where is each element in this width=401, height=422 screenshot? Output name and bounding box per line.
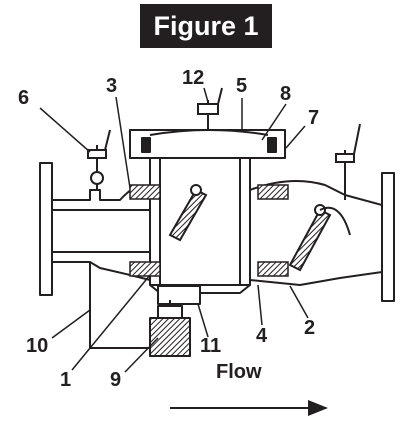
leader-4 <box>257 284 263 326</box>
needle-valve-bonnet <box>157 305 183 319</box>
test-cock-right-handle <box>353 123 361 155</box>
callout-6: 6 <box>18 87 29 109</box>
seat-ring-upper-right <box>257 184 289 200</box>
outlet-pipe-bottom <box>249 271 383 286</box>
leader-1 <box>71 274 151 371</box>
callout-2: 2 <box>304 317 315 339</box>
callout-9: 9 <box>110 369 121 391</box>
strainer-chamber <box>149 158 251 286</box>
cover-bolt-left <box>141 137 151 153</box>
leader-3 <box>115 96 131 189</box>
callout-8: 8 <box>280 83 291 105</box>
leader-9 <box>124 337 159 373</box>
leader-8 <box>261 103 287 141</box>
valve-body <box>39 129 395 357</box>
leader-6 <box>39 107 91 153</box>
test-cock-12-handle <box>217 87 223 105</box>
figure-title-text: Figure 1 <box>153 10 259 41</box>
leader-2 <box>289 285 309 319</box>
inlet-flange <box>39 162 53 296</box>
clappers <box>168 184 351 272</box>
test-cock-6-handle <box>104 129 111 151</box>
cover-dome <box>149 129 269 136</box>
test-cock-6-ball <box>90 171 104 185</box>
callout-3: 3 <box>106 75 117 97</box>
leader-lines <box>39 87 309 373</box>
leader-12 <box>203 87 209 103</box>
seat-ring-lower-left <box>129 261 161 277</box>
test-cock-6-body <box>87 149 107 159</box>
seat-rings <box>129 184 289 277</box>
callout-12: 12 <box>182 67 204 89</box>
clapper-left-hinge <box>190 184 202 196</box>
test-cock-12-body <box>197 103 219 115</box>
callout-10: 10 <box>26 335 48 357</box>
flow-label: Flow <box>216 361 262 383</box>
callout-labels: 6 3 12 5 8 7 2 4 11 10 1 9 <box>18 67 319 391</box>
outlet-flange <box>381 172 395 302</box>
clapper-left <box>168 188 208 242</box>
seat-ring-upper-left <box>129 184 161 200</box>
figure-title: Figure 1 <box>140 4 272 48</box>
clapper-right-arm <box>319 206 351 236</box>
callout-11: 11 <box>200 335 221 357</box>
callout-4: 4 <box>256 325 268 347</box>
test-cock-right-body <box>335 153 355 163</box>
callout-1: 1 <box>60 369 71 391</box>
callout-5: 5 <box>236 75 247 97</box>
leader-11 <box>197 303 209 338</box>
leader-10 <box>51 309 91 339</box>
seat-ring-lower-right <box>257 261 289 277</box>
leader-7 <box>285 125 306 149</box>
callout-7: 7 <box>308 107 319 129</box>
cover-bolt-right <box>267 137 277 153</box>
test-cocks <box>87 87 361 200</box>
needle-valve-body <box>149 317 191 357</box>
clapper-right <box>288 208 332 272</box>
drain-plug <box>157 285 201 305</box>
